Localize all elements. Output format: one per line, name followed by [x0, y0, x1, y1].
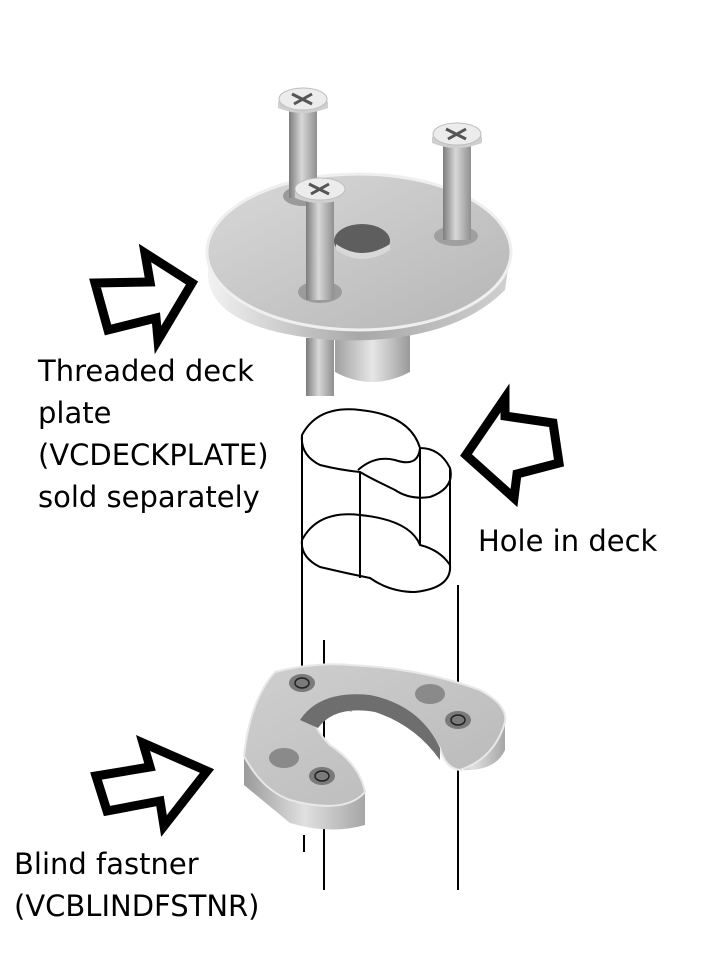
fastener-hole-5 — [309, 767, 335, 785]
deck-plate-label-line-3: (VCDECKPLATE) — [38, 438, 269, 472]
deck-plate-label: Threaded deck plate (VCDECKPLATE) sold s… — [38, 350, 269, 518]
blind-fastener-label-line-1: Blind fastner — [14, 847, 199, 881]
deck-hole-label: Hole in deck — [478, 524, 658, 558]
deck-hole-wireframe — [300, 408, 452, 594]
deck-plate-label-line-2: plate — [38, 396, 112, 430]
arrow-right-icon — [89, 243, 199, 355]
blind-fastener-label-line-2: (VCBLINDFSTNR) — [14, 889, 260, 923]
deck-plate-label-line-1: Threaded deck — [38, 354, 254, 388]
plate-screw-3 — [294, 177, 346, 303]
fastener-hole-3 — [445, 711, 471, 729]
plate-stud-left — [306, 338, 334, 396]
plate-boss — [335, 330, 410, 382]
deck-plate — [205, 87, 513, 396]
arrow-left-icon — [460, 383, 565, 508]
plate-cable-hole — [334, 224, 390, 258]
arrow-right-icon — [90, 735, 215, 837]
blind-fastener — [242, 663, 507, 830]
fastener-top-face — [242, 663, 507, 807]
deck-plate-label-line-4: sold separately — [38, 480, 260, 514]
plate-screw-2 — [432, 122, 482, 246]
fastener-hole-4 — [269, 748, 299, 768]
fastener-hole-2 — [415, 684, 445, 704]
fastener-hole-1 — [289, 674, 315, 692]
blind-fastener-label: Blind fastner (VCBLINDFSTNR) — [14, 843, 259, 927]
